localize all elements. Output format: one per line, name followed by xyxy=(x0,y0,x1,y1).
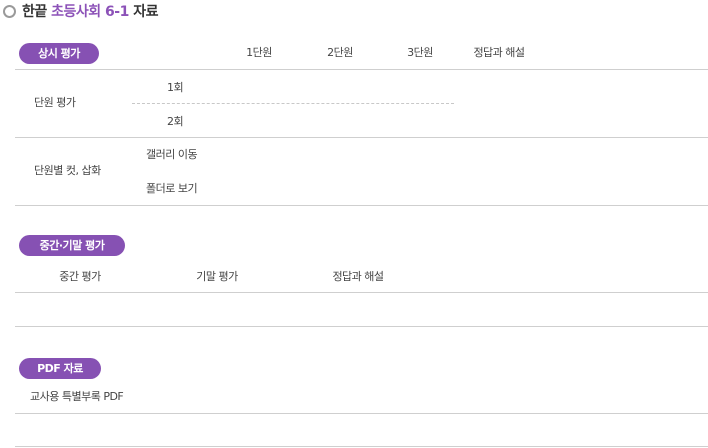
column-midterm-answers[interactable]: 정답과 해설 xyxy=(332,270,384,283)
unit-eval-round-1[interactable]: 1회 xyxy=(167,81,184,94)
divider xyxy=(15,326,708,327)
row-dash-divider xyxy=(132,103,454,104)
column-unit-1[interactable]: 1단원 xyxy=(246,46,272,59)
divider xyxy=(15,137,708,138)
teacher-appendix-pdf-link[interactable]: 교사용 특별부록 PDF xyxy=(30,390,124,403)
column-unit-3[interactable]: 3단원 xyxy=(407,46,433,59)
divider xyxy=(15,413,708,414)
midterm-eval-badge: 중간·기말 평가 xyxy=(19,235,125,256)
column-final[interactable]: 기말 평가 xyxy=(196,270,238,283)
column-midterm[interactable]: 중간 평가 xyxy=(59,270,101,283)
unit-cuts-label: 단원별 컷, 삽화 xyxy=(34,164,101,177)
divider xyxy=(15,205,708,206)
title-prefix: 한끝 xyxy=(22,4,47,20)
circle-bullet-icon xyxy=(3,4,16,18)
pdf-badge: PDF 자료 xyxy=(19,358,101,379)
column-unit-2[interactable]: 2단원 xyxy=(327,46,353,59)
divider xyxy=(15,69,708,70)
divider xyxy=(15,292,708,293)
column-answers[interactable]: 정답과 해설 xyxy=(473,46,525,59)
unit-eval-round-2[interactable]: 2회 xyxy=(167,115,184,128)
page-title: 한끝 초등사회 6-1 자료 xyxy=(0,0,158,22)
title-suffix: 자료 xyxy=(133,4,158,20)
gallery-link[interactable]: 갤러리 이동 xyxy=(146,148,198,161)
title-text: 한끝 초등사회 6-1 자료 xyxy=(22,1,158,21)
folder-view-link[interactable]: 폴더로 보기 xyxy=(146,182,198,195)
divider xyxy=(15,446,708,447)
regular-eval-badge: 상시 평가 xyxy=(19,43,99,64)
title-highlight: 초등사회 6-1 xyxy=(51,4,129,20)
unit-eval-label: 단원 평가 xyxy=(34,96,76,109)
